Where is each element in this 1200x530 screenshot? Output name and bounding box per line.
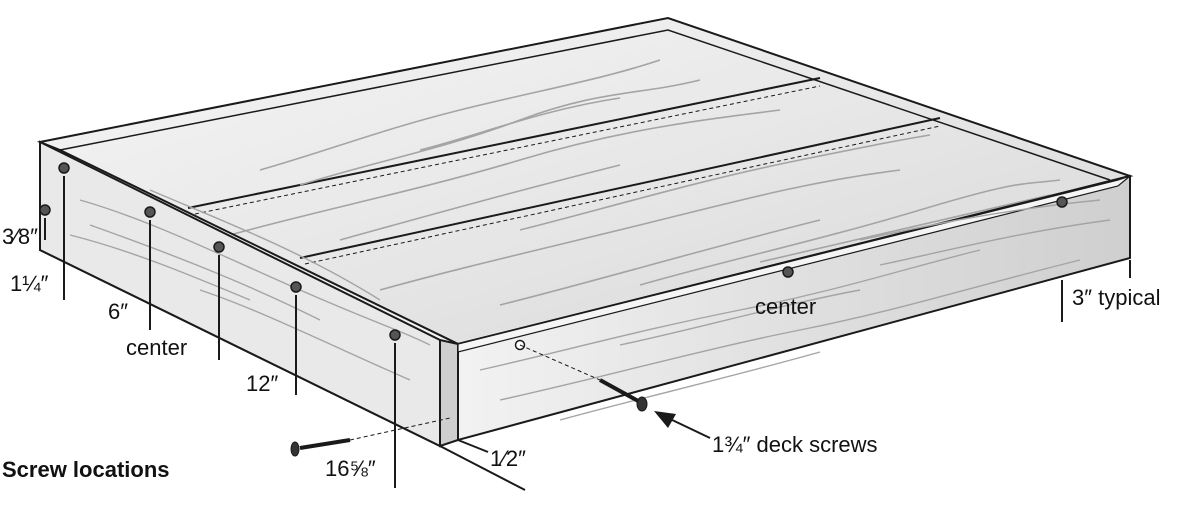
screw-hole-5: [290, 281, 302, 293]
label-three-eighths: 3⁄8″: [2, 224, 38, 249]
left-screw: [290, 417, 451, 457]
board-seam-1-dash: [194, 85, 821, 215]
board-seam-2: [299, 117, 941, 259]
screw-hole-8: [1056, 196, 1068, 208]
label-deck-screws: 1¾″ deck screws: [712, 432, 878, 457]
screw-hole-3: [144, 206, 156, 218]
label-twelve-inch: 12″: [246, 371, 278, 396]
screw-hole-2: [39, 204, 51, 216]
screw-hole-7: [782, 266, 794, 278]
front-screw: [519, 344, 648, 412]
label-three-typical: 3″ typical: [1072, 285, 1161, 310]
diagram-title: Screw locations: [2, 457, 170, 482]
left-board-end: [439, 338, 459, 448]
front-grain: [479, 199, 1111, 421]
screw-hole-4: [213, 241, 225, 253]
label-center-left: center: [126, 335, 187, 360]
label-one-quarter: 1¼″: [10, 271, 49, 296]
screw-hole-6: [389, 329, 401, 341]
front-side-board: [457, 174, 1131, 442]
board-seam-1: [187, 77, 821, 209]
top-grain: [229, 59, 1061, 306]
label-center-right: center: [755, 294, 816, 319]
screw-hole-1: [58, 162, 70, 174]
label-one-half: 1⁄2″: [490, 446, 526, 471]
label-six-inch: 6″: [108, 299, 128, 324]
deck-screw-arrow: [654, 411, 711, 439]
top-rim-back: [59, 29, 1111, 181]
board-seam-2-dash: [304, 125, 941, 265]
label-sixteen-five-eighths: 16⅝″: [325, 456, 376, 481]
dimension-lines: [44, 176, 1131, 491]
